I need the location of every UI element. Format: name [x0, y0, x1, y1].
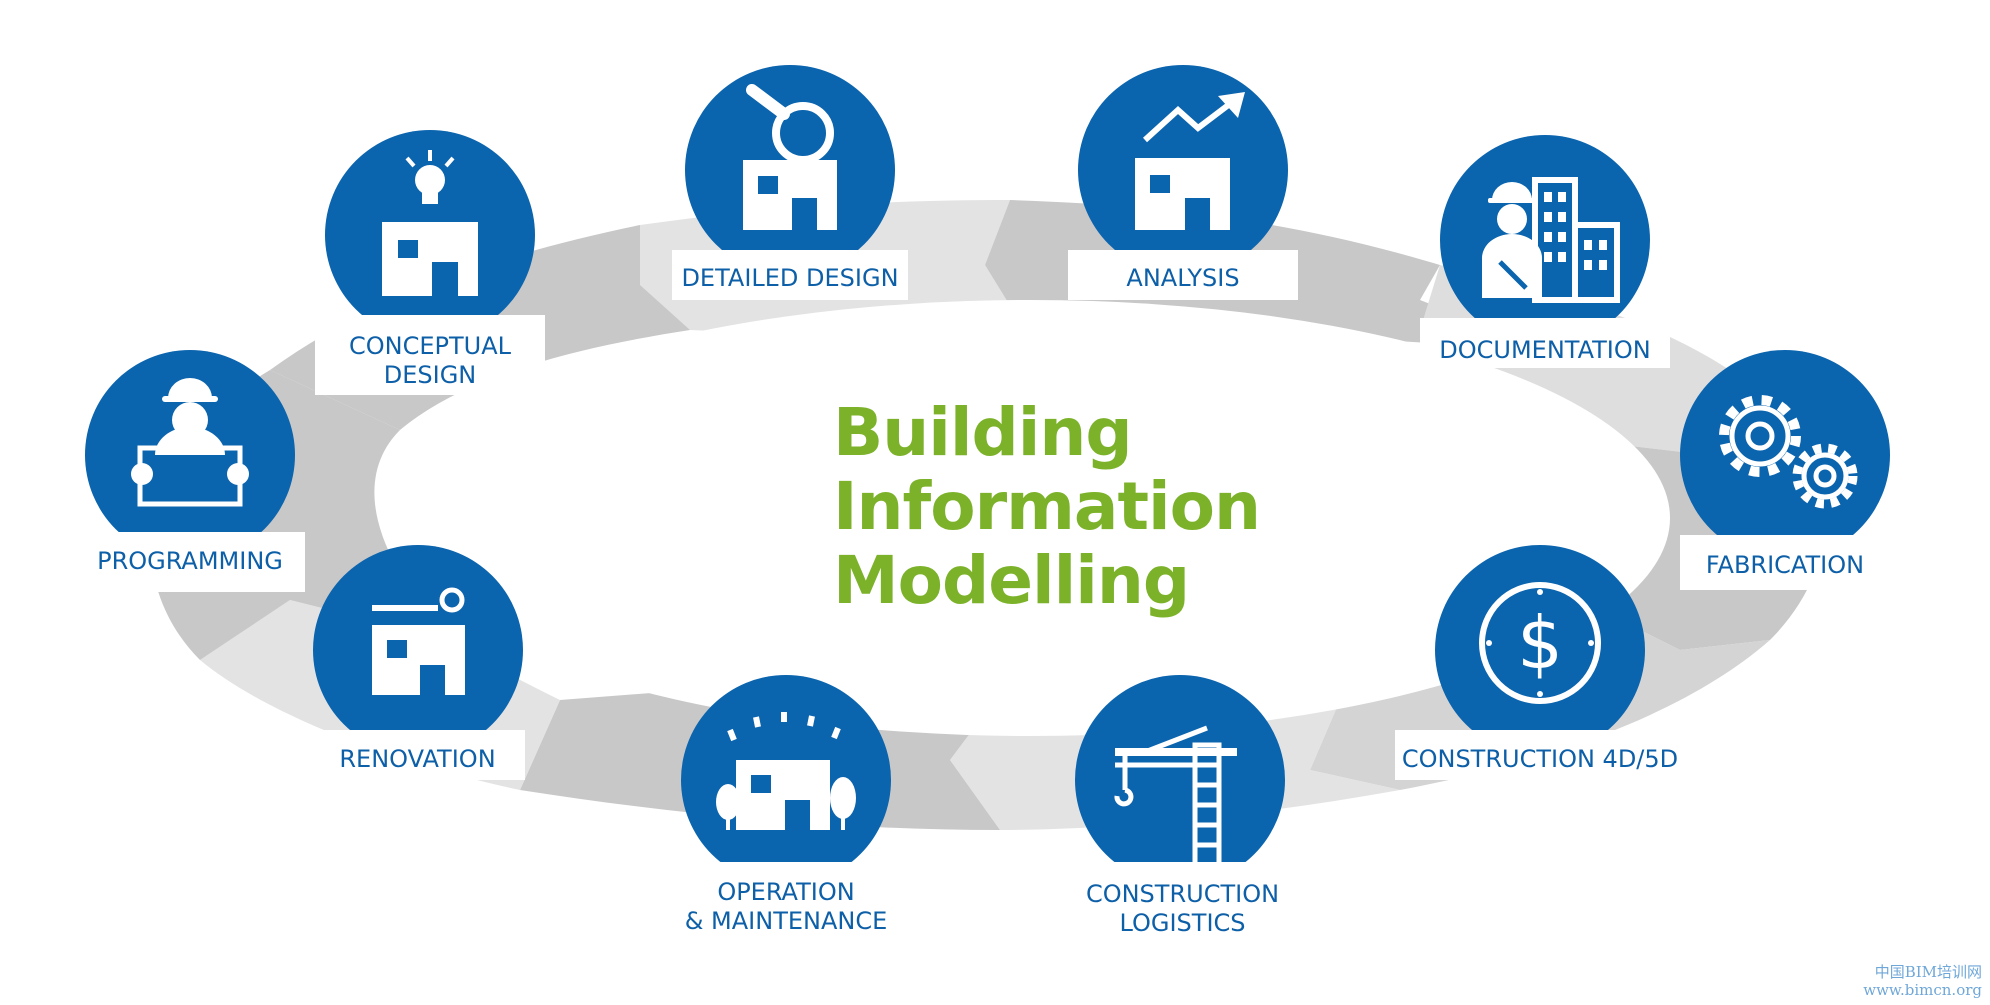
documentation-label-bg	[1420, 318, 1670, 368]
svg-text:$: $	[1517, 601, 1563, 685]
trend-arrow-building-icon	[1135, 92, 1245, 230]
title-line-1: Building	[833, 394, 1133, 471]
center-ellipse	[390, 300, 1670, 736]
construction-4d-5d-label-bg	[1395, 730, 1685, 780]
stage-label-line: ANALYSIS	[1126, 264, 1240, 292]
stage-label-line: DETAILED DESIGN	[681, 264, 899, 292]
stage-label-line: DOCUMENTATION	[1439, 336, 1651, 364]
stage-label-line: CONCEPTUAL	[348, 332, 511, 360]
stage-label-line: OPERATION	[717, 878, 855, 906]
construction-logistics-label-bg	[1070, 862, 1295, 942]
detailed-design-label-bg	[672, 250, 908, 300]
stage-label-programming: PROGRAMMING	[75, 547, 305, 576]
gears-icon	[1719, 395, 1858, 509]
watermark-line-1: 中国BIM培训网	[1874, 963, 1982, 981]
magnifier-building-icon	[743, 84, 837, 230]
fabrication-label-bg	[1680, 535, 1890, 590]
stage-label-construction-logistics: CONSTRUCTION LOGISTICS	[1070, 880, 1295, 938]
stage-label-line: DESIGN	[383, 361, 477, 389]
operation-maintenance-label-bg	[675, 862, 897, 942]
stage-label-line: FABRICATION	[1705, 551, 1865, 579]
stage-label-construction-4d-5d: CONSTRUCTION 4D/5D	[1395, 745, 1685, 774]
title-line-3: Modelling	[833, 542, 1190, 619]
stage-label-line: CONSTRUCTION 4D/5D	[1401, 745, 1679, 773]
renovation-building-icon	[372, 587, 465, 695]
building-trees-icon	[716, 712, 856, 830]
stage-label-detailed-design: DETAILED DESIGN	[672, 264, 908, 293]
stage-label-line: & MAINTENANCE	[684, 907, 888, 935]
lightbulb-building-icon	[382, 150, 478, 296]
stage-label-renovation: RENOVATION	[310, 745, 525, 774]
stage-label-documentation: DOCUMENTATION	[1420, 336, 1670, 365]
stage-label-line: CONSTRUCTION	[1085, 880, 1280, 908]
worker-office-icon	[1482, 177, 1620, 303]
stage-label-conceptual-design: CONCEPTUAL DESIGN	[315, 332, 545, 390]
watermark: 中国BIM培训网 www.bimcn.org	[1863, 963, 1982, 999]
watermark-line-2: www.bimcn.org	[1863, 981, 1982, 999]
stage-label-line: PROGRAMMING	[97, 547, 283, 575]
stage-label-fabrication: FABRICATION	[1680, 551, 1890, 580]
construction-4d-5d-circle	[1435, 545, 1645, 755]
crane-icon	[1114, 725, 1237, 868]
stage-label-line: LOGISTICS	[1119, 909, 1246, 937]
programming-label-bg	[75, 532, 305, 592]
stage-label-analysis: ANALYSIS	[1068, 264, 1298, 293]
title-line-2: Information	[833, 468, 1261, 545]
construction-logistics-circle	[1075, 675, 1285, 885]
analysis-label-bg	[1068, 250, 1298, 300]
renovation-label-bg	[310, 730, 525, 780]
stage-label-line: RENOVATION	[339, 745, 496, 773]
conceptual-design-label-bg	[315, 315, 545, 395]
worker-with-plan-icon	[131, 378, 249, 507]
stage-label-operation-maintenance: OPERATION & MAINTENANCE	[675, 878, 897, 936]
dollar-circle-icon: $	[1479, 582, 1601, 704]
